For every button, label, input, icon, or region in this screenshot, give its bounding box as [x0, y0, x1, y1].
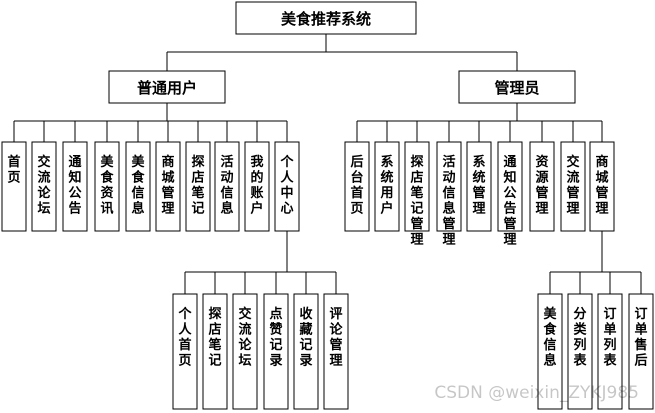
group-node-user-label: 普通用户: [137, 79, 197, 97]
mall-admin-item-3-box: [628, 293, 654, 410]
personal-center-item-3-box: [263, 293, 289, 410]
admin-menu-item-1: 系统用户: [374, 141, 400, 232]
user-menu-item-8-label: 我的账户: [250, 153, 263, 216]
user-menu-item-7: 活动信息: [214, 141, 240, 232]
admin-menu-item-6-label: 资源管理: [535, 153, 548, 216]
personal-center-item-0-box: [172, 293, 198, 410]
user-menu-item-5: 商城管理: [155, 141, 181, 232]
user-menu-item-3: 美食资讯: [94, 141, 120, 232]
user-menu-item-3-label: 美食资讯: [100, 153, 114, 216]
user-menu-item-5-box: [155, 141, 181, 232]
personal-center-item-1-box: [202, 293, 228, 410]
admin-menu-item-5-label: 通知公告管理: [503, 153, 516, 247]
personal-center-item-1: 探店笔记: [202, 293, 228, 410]
admin-menu-item-8: 商城管理: [589, 141, 615, 232]
mall-admin-item-0: 美食信息: [537, 293, 563, 410]
admin-menu-item-7-label: 交流管理: [566, 153, 579, 216]
personal-center-item-4-box: [293, 293, 319, 410]
root-node-label: 美食推荐系统: [281, 10, 371, 28]
admin-menu-item-6-box: [529, 141, 555, 232]
personal-center-item-2-box: [232, 293, 258, 410]
user-menu-item-4-box: [125, 141, 151, 232]
admin-menu-item-4-box: [466, 141, 492, 232]
mall-admin-item-2-box: [597, 293, 623, 410]
personal-center-item-3-label: 点赞记录: [268, 305, 282, 368]
admin-menu-item-0-box: [344, 141, 370, 232]
personal-center-item-2-label: 交流论坛: [238, 305, 252, 368]
user-menu-item-9-label: 个人中心: [279, 153, 294, 216]
group-node-admin-label: 管理员: [494, 79, 539, 97]
mall-admin-item-0-label: 美食信息: [543, 305, 557, 368]
mall-admin-item-1-label: 分类列表: [572, 305, 587, 368]
user-menu-item-4: 美食信息: [125, 141, 151, 232]
mall-admin-item-1: 分类列表: [567, 293, 593, 410]
user-menu-item-0: 首页: [1, 141, 27, 232]
mall-admin-item-3: 订单售后: [628, 293, 654, 410]
admin-menu-item-4-label: 系统管理: [472, 153, 485, 216]
admin-menu-item-4: 系统管理: [466, 141, 492, 232]
user-menu-item-3-box: [94, 141, 120, 232]
mall-admin-item-2: 订单列表: [597, 293, 623, 410]
root-node: 美食推荐系统: [235, 1, 417, 35]
user-menu-item-6-box: [185, 141, 211, 232]
admin-menu-item-1-label: 系统用户: [379, 153, 393, 216]
mall-admin-item-1-box: [567, 293, 593, 410]
user-menu-item-7-label: 活动信息: [220, 153, 233, 216]
user-menu-item-1: 交流论坛: [31, 141, 57, 232]
user-menu-item-9-box: [274, 141, 300, 232]
admin-menu-item-3-box: [436, 141, 462, 232]
user-menu-item-1-label: 交流论坛: [37, 153, 51, 216]
user-menu-item-5-label: 商城管理: [161, 153, 174, 216]
admin-menu-item-8-label: 商城管理: [595, 153, 608, 216]
watermark-text: CSDN @weixin_ZYKJ985: [434, 383, 639, 403]
personal-center-item-0-label: 个人首页: [177, 305, 192, 368]
user-menu-item-2-box: [62, 141, 88, 232]
admin-menu-item-1-box: [374, 141, 400, 232]
admin-menu-item-2-label: 探店笔记管理: [410, 153, 423, 247]
user-menu-item-6-label: 探店笔记: [191, 153, 204, 216]
admin-menu-item-6: 资源管理: [529, 141, 555, 232]
admin-menu-item-0-label: 后台首页: [350, 153, 363, 216]
personal-center-item-4-label: 收藏记录: [299, 305, 313, 368]
personal-center-item-5-label: 评论管理: [329, 306, 343, 368]
personal-center-item-3: 点赞记录: [263, 293, 289, 410]
admin-menu-item-7-box: [560, 141, 586, 232]
user-menu-item-0-label: 首页: [7, 153, 20, 185]
user-menu-item-7-box: [214, 141, 240, 232]
user-menu-item-2: 通知公告: [62, 141, 88, 232]
group-node-user-box: [108, 70, 226, 104]
admin-menu-item-2: 探店笔记管理: [404, 141, 430, 247]
user-menu-item-8-box: [244, 141, 270, 232]
admin-menu-item-8-box: [589, 141, 615, 232]
user-menu-item-9: 个人中心: [274, 141, 300, 232]
admin-menu-item-3-label: 活动信息管理: [442, 153, 455, 247]
personal-center-item-0: 个人首页: [172, 293, 198, 410]
personal-center-item-1-label: 探店笔记: [208, 305, 221, 368]
mall-admin-item-2-label: 订单列表: [602, 305, 617, 368]
mall-admin-item-0-box: [537, 293, 563, 410]
mall-admin-item-3-label: 订单售后: [634, 305, 647, 368]
admin-menu-item-0: 后台首页: [344, 141, 370, 232]
user-menu-item-4-label: 美食信息: [131, 153, 145, 216]
admin-menu-item-2-box: [404, 141, 430, 232]
personal-center-item-5: 评论管理: [323, 293, 349, 410]
admin-menu-item-3: 活动信息管理: [436, 141, 462, 247]
user-menu-item-6: 探店笔记: [185, 141, 211, 232]
root-node-box: [235, 1, 417, 35]
personal-center-item-2: 交流论坛: [232, 293, 258, 410]
user-menu-item-8: 我的账户: [244, 141, 270, 232]
user-menu-item-0-box: [1, 141, 27, 232]
admin-menu-item-5-box: [497, 141, 523, 232]
group-node-admin: 管理员: [458, 70, 576, 104]
personal-center-item-5-box: [323, 293, 349, 410]
group-node-user: 普通用户: [108, 70, 226, 104]
group-node-admin-box: [458, 70, 576, 104]
user-menu-item-1-box: [31, 141, 57, 232]
admin-menu-item-7: 交流管理: [560, 141, 586, 232]
admin-menu-item-5: 通知公告管理: [497, 141, 523, 247]
personal-center-item-4: 收藏记录: [293, 293, 319, 410]
user-menu-item-2-label: 通知公告: [68, 153, 81, 216]
